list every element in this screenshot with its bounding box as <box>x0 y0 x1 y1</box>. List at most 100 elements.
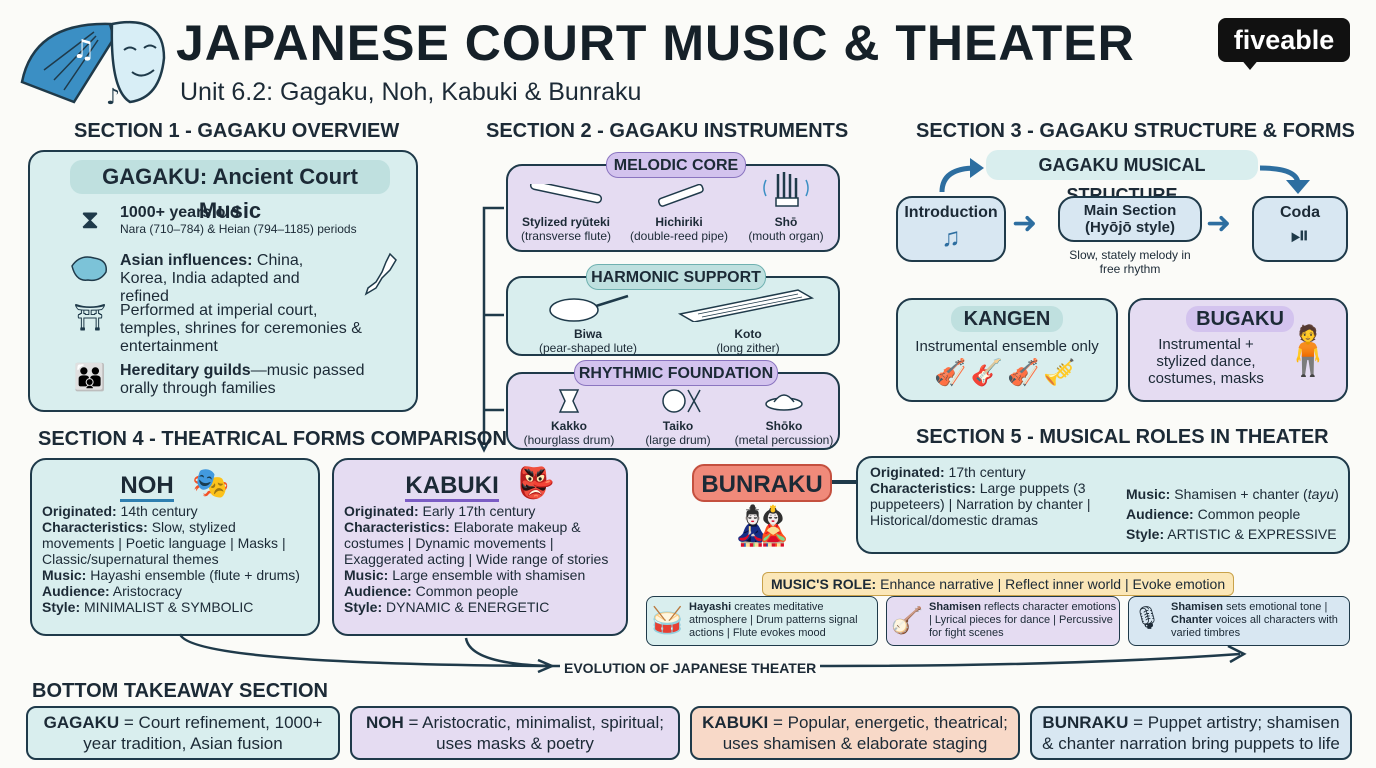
item-text: Performed at imperial court, temples, sh… <box>120 302 362 355</box>
role-chanter-card: 🎙 Shamisen sets emotional tone | Chanter… <box>1128 596 1350 646</box>
bugaku-title: BUGAKU <box>1186 306 1294 332</box>
music-role-banner: MUSIC'S ROLE: Enhance narrative | Reflec… <box>762 572 1235 596</box>
value-end: ) <box>1334 486 1339 502</box>
takeaway-gagaku: GAGAKU = Court refinement, 1000+ year tr… <box>26 706 340 760</box>
value: Aristocracy <box>109 583 183 599</box>
instrument-desc: (large drum) <box>645 433 711 447</box>
koto-item: Koto (long zither) <box>668 286 828 355</box>
taiko-item: Taiko (large drum) <box>628 388 728 447</box>
value: sets emotional tone | <box>1222 601 1328 613</box>
bugaku-card: BUGAKU Instrumental + stylized dance, co… <box>1128 298 1348 402</box>
flute-drum-icon: 🥁 <box>651 605 684 635</box>
role-hayashi-card: 🥁 Hayashi creates meditative atmosphere … <box>646 596 878 646</box>
instrument-desc: (transverse flute) <box>520 229 612 243</box>
main-section-note: Slow, stately melody in free rhythm <box>1069 248 1191 276</box>
overview-item: ⧗ 1000+ years old Nara (710–784) & Heian… <box>70 204 357 236</box>
value: Common people <box>1193 506 1301 522</box>
play-pause-icon: ⏯ <box>1290 222 1310 249</box>
value-italic: tayu <box>1307 486 1335 502</box>
bunraku-audience: Audience: Common people <box>1126 504 1350 524</box>
step-label: Introduction <box>904 204 998 221</box>
label: GAGAKU <box>43 713 120 732</box>
value: 17th century <box>944 464 1026 480</box>
bunraku-characteristics: Characteristics: Large puppets (3 puppet… <box>870 480 1106 528</box>
gagaku-header: GAGAKU: Ancient Court Music <box>70 160 390 223</box>
label: Music: <box>1126 486 1171 502</box>
section4-title: SECTION 4 - THEATRICAL FORMS COMPARISON <box>38 428 507 450</box>
dancer-icon: 🧍 <box>1278 325 1338 378</box>
label2: Chanter <box>1171 614 1213 626</box>
bunraku-card: Originated: 17th century Characteristics… <box>856 456 1350 554</box>
kakko-item: Kakko (hourglass drum) <box>514 388 624 447</box>
noh-audience: Audience: Aristocracy <box>42 583 308 599</box>
noh-style: Style: MINIMALIST & SYMBOLIC <box>42 599 308 615</box>
instrument-name: Shōko <box>765 419 803 433</box>
instrument-desc: (long zither) <box>716 341 780 355</box>
ensemble-instruments-icon: 🎻🎸🎻🎺 <box>934 357 1080 387</box>
instrument-name: Kakko <box>550 419 588 433</box>
item-bold: Hereditary guilds <box>120 362 251 379</box>
label: Style: <box>1126 526 1165 542</box>
value: Hayashi ensemble (flute + drums) <box>86 567 300 583</box>
kabuki-card: KABUKI 👺 Originated: Early 17th century … <box>332 458 628 636</box>
section2-connector <box>470 170 504 453</box>
gagaku-overview-card: GAGAKU: Ancient Court Music ⧗ 1000+ year… <box>28 150 418 412</box>
item-bold: Asian influences: <box>120 252 253 269</box>
label: Characteristics: <box>870 480 976 496</box>
sho-item: Shō (mouth organ) <box>736 170 836 243</box>
label: Characteristics: <box>42 519 148 535</box>
instrument-desc: (metal percussion) <box>734 433 834 447</box>
value: Early 17th century <box>418 503 536 519</box>
svg-text:♫: ♫ <box>72 35 95 65</box>
label: Music: <box>344 567 389 583</box>
bunraku-style: Style: ARTISTIC & EXPRESSIVE <box>1126 524 1350 544</box>
chanter-icon: 🎙 <box>1133 605 1161 630</box>
value: reflects character emotions | Lyrical pi… <box>929 601 1117 639</box>
value: Slow, stylized movements | Poetic langua… <box>42 519 286 567</box>
noh-music: Music: Hayashi ensemble (flute + drums) <box>42 567 308 583</box>
kabuki-originated: Originated: Early 17th century <box>344 503 616 519</box>
hourglass-icon: ⧗ <box>80 204 100 234</box>
harmonic-support-card: HARMONIC SUPPORT Biwa (pear-shaped lute)… <box>506 264 840 356</box>
label: Style: <box>42 599 81 615</box>
label: Characteristics: <box>344 519 450 535</box>
evolution-arrow <box>170 630 1260 680</box>
item-bold: 1000+ years old <box>120 204 240 221</box>
value: Large puppets (3 puppeteers) | Narration… <box>870 480 1091 528</box>
arrow-right-icon: ➜ <box>1206 207 1232 240</box>
fiveable-logo[interactable]: fiveable <box>1218 18 1350 62</box>
asia-map-icon <box>70 252 110 306</box>
reed-pipe-icon <box>657 183 704 207</box>
value: 14th century <box>116 503 198 519</box>
hourglass-drum-icon <box>558 389 580 413</box>
section3-title: SECTION 3 - GAGAKU STRUCTURE & FORMS <box>916 120 1355 142</box>
value: ARTISTIC & EXPRESSIVE <box>1164 526 1337 542</box>
overview-item: ⛩ Performed at imperial court, temples, … <box>70 302 410 356</box>
label: Originated: <box>344 503 419 519</box>
instrument-name: Hichiriki <box>655 215 703 229</box>
label: Style: <box>344 599 383 615</box>
value: DYNAMIC & ENERGETIC <box>382 599 550 615</box>
value: = Aristocratic, minimalist, spiritual; u… <box>403 713 665 753</box>
kabuki-characteristics: Characteristics: Elaborate makeup & cost… <box>344 519 616 567</box>
item-sub: Nara (710–784) & Heian (794–1185) period… <box>120 222 357 236</box>
instrument-desc: (mouth organ) <box>748 229 824 243</box>
noh-title: NOH <box>120 472 174 502</box>
value2: voices all characters with varied timbre… <box>1171 614 1338 639</box>
music-note-icon: ♫ <box>941 222 961 252</box>
noh-characteristics: Characteristics: Slow, stylized movement… <box>42 519 308 567</box>
value: Common people <box>411 583 519 599</box>
ryuteki-item: Stylized ryūteki (transverse flute) <box>512 180 620 243</box>
instrument-name: Biwa <box>573 327 602 341</box>
japan-map-icon <box>360 252 400 306</box>
instrument-desc: (hourglass drum) <box>523 433 615 447</box>
section2-title: SECTION 2 - GAGAKU INSTRUMENTS <box>486 120 849 142</box>
noh-card: NOH 🎭 Originated: 14th century Character… <box>30 458 320 636</box>
value: Enhance narrative | Reflect inner world … <box>876 576 1226 592</box>
logo-tail <box>1240 58 1260 70</box>
label: NOH <box>365 713 404 732</box>
hichiriki-item: Hichiriki (double-reed pipe) <box>624 183 734 243</box>
svg-text:♪: ♪ <box>106 85 120 110</box>
label: KABUKI <box>702 713 769 732</box>
instrument-name: Taiko <box>662 419 694 433</box>
